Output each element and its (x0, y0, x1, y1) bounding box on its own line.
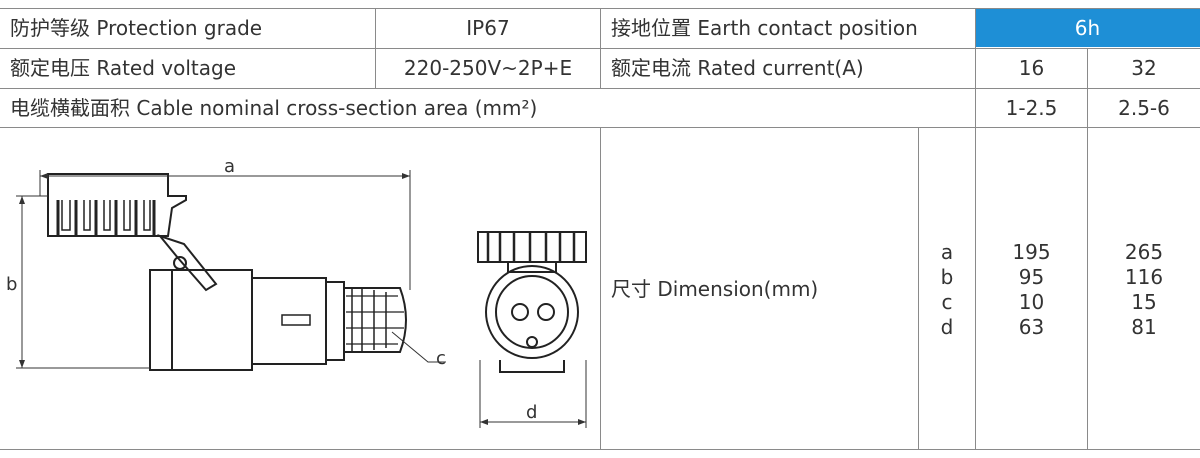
dimension-values-16: 195 95 10 63 (1012, 240, 1051, 339)
table-divider (600, 8, 601, 88)
rated-current-32: 32 (1131, 56, 1157, 80)
socket-body-icon (149, 269, 407, 371)
dimension-lines (16, 170, 587, 428)
rated-voltage-value: 220-250V~2P+E (403, 56, 573, 80)
cable-area-label: 电缆横截面积 Cable nominal cross-section area … (10, 96, 538, 120)
socket-dimension-drawing: a b c d (6, 156, 587, 428)
table-divider (1087, 48, 1088, 127)
dimension-b-label: b (6, 274, 17, 295)
dimension-c-label: c (436, 348, 446, 369)
dimension-label: 尺寸 Dimension(mm) (611, 277, 819, 301)
cable-area-16: 1-2.5 (1005, 96, 1058, 120)
dimension-keys: a b c d (940, 240, 954, 339)
dimension-d-label: d (526, 402, 537, 423)
table-divider (918, 127, 919, 449)
dimension-arrows (19, 173, 586, 425)
rated-current-16: 16 (1018, 56, 1045, 80)
protection-grade-value: IP67 (466, 16, 510, 40)
table-divider (1087, 127, 1088, 449)
protection-grade-label: 防护等级 Protection grade (10, 16, 263, 40)
earth-contact-value: 6h (1074, 16, 1101, 40)
cap-icon (47, 173, 218, 292)
cable-area-32: 2.5-6 (1118, 96, 1170, 120)
socket-front-icon (477, 231, 587, 373)
rated-current-label: 额定电流 Rated current(A) (611, 56, 864, 80)
earth-position-highlight (975, 9, 1200, 47)
table-divider (375, 8, 376, 88)
table-divider (600, 127, 601, 449)
earth-contact-label: 接地位置 Earth contact position (611, 16, 918, 40)
dimension-values-32: 265 116 15 81 (1124, 240, 1164, 339)
table-rule (0, 88, 1200, 89)
dimension-a-label: a (224, 156, 235, 177)
table-divider (975, 8, 976, 127)
rated-voltage-label: 额定电压 Rated voltage (10, 56, 236, 80)
table-divider (975, 127, 976, 449)
table-rule-bottom (0, 449, 1200, 450)
